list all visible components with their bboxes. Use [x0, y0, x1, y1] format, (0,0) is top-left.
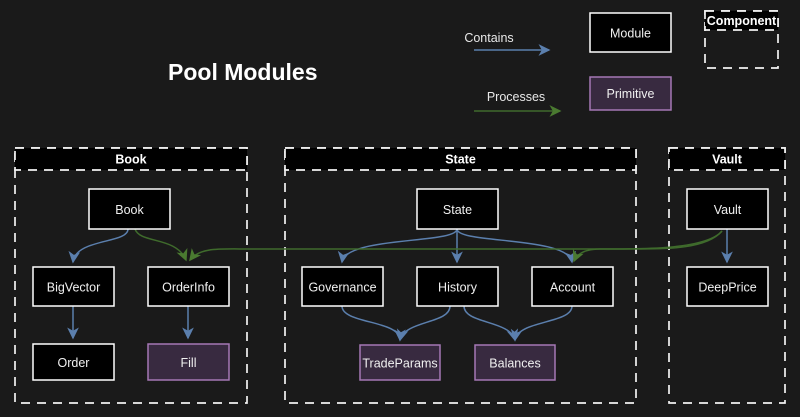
group-book-label: Book	[115, 153, 146, 167]
group-vault: Vault	[668, 147, 786, 404]
node-tradeparams-label: TradeParams	[362, 357, 437, 371]
legend-edge-contains: Contains	[464, 31, 551, 56]
node-orderinfo-label: OrderInfo	[162, 281, 215, 295]
node-tradeparams[interactable]: TradeParams	[359, 344, 441, 381]
node-bigvector-label: BigVector	[47, 281, 101, 295]
group-state-label: State	[445, 153, 476, 167]
group-state: State	[284, 147, 637, 404]
edge-history-to-balances	[463, 305, 519, 342]
node-history-label: History	[438, 281, 478, 295]
node-book-label: Book	[115, 203, 144, 217]
node-fill[interactable]: Fill	[147, 343, 230, 381]
node-balances-label: Balances	[489, 357, 540, 371]
node-deepprice[interactable]: DeepPrice	[686, 266, 769, 307]
group-vault-label: Vault	[712, 153, 743, 167]
node-account-label: Account	[550, 281, 596, 295]
edge-state-to-account	[456, 228, 577, 264]
legend-shape-module: Module	[589, 12, 672, 53]
legend-module-label: Module	[610, 27, 651, 41]
node-balances[interactable]: Balances	[474, 344, 556, 381]
edge-book-to-orderinfo	[134, 228, 188, 262]
node-state[interactable]: State	[416, 188, 499, 230]
legend-edge-processes: Processes	[474, 90, 562, 117]
edge-history-to-tradeparams	[396, 305, 451, 342]
node-governance-label: Governance	[308, 281, 376, 295]
node-account[interactable]: Account	[531, 266, 614, 307]
edge-vault-to-orderinfo	[189, 230, 723, 262]
group-book: Book	[14, 147, 248, 404]
legend-component-label: Component	[707, 14, 777, 28]
node-bigvector[interactable]: BigVector	[32, 266, 115, 307]
node-order-label: Order	[58, 356, 90, 370]
legend-shape-component: Component	[704, 10, 779, 69]
page-title: Pool Modules	[168, 59, 318, 85]
legend-primitive-label: Primitive	[607, 87, 655, 101]
node-governance[interactable]: Governance	[301, 266, 384, 307]
node-deepprice-label: DeepPrice	[698, 281, 756, 295]
edge-book-to-bigvector	[68, 228, 129, 264]
legend-shape-primitive: Primitive	[589, 76, 672, 111]
edge-state-to-governance	[337, 228, 458, 264]
node-book[interactable]: Book	[88, 188, 171, 230]
node-history[interactable]: History	[416, 266, 499, 307]
node-state-label: State	[443, 203, 472, 217]
node-order[interactable]: Order	[32, 343, 115, 381]
edge-account-to-balances	[510, 305, 573, 342]
node-vault-label: Vault	[714, 203, 742, 217]
legend-contains-label: Contains	[464, 31, 513, 45]
edge-governance-to-tradeparams	[341, 305, 406, 342]
legend-processes-label: Processes	[487, 90, 545, 104]
edge-vault-to-account	[572, 230, 723, 263]
node-orderinfo[interactable]: OrderInfo	[147, 266, 230, 307]
node-vault[interactable]: Vault	[686, 188, 769, 230]
node-fill-label: Fill	[181, 356, 197, 370]
